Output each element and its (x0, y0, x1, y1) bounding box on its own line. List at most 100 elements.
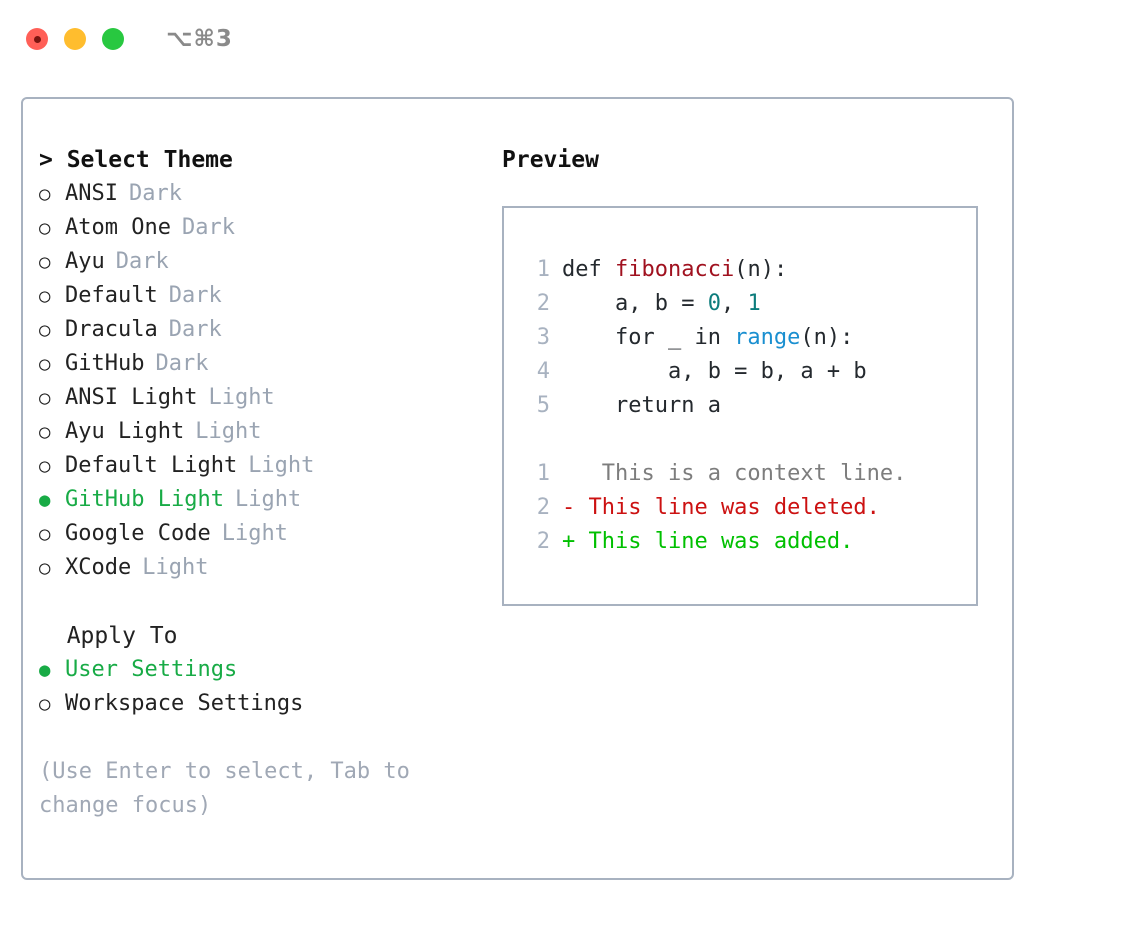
option-label: Ayu Light (65, 419, 185, 444)
close-window-button[interactable] (26, 28, 48, 50)
theme-option-github-light[interactable]: ● GitHub Light Light (39, 483, 489, 517)
theme-option-ayu-light[interactable]: ○ Ayu Light Light (39, 415, 489, 449)
code-line: 5 return a (520, 389, 906, 423)
option-variant-badge: Dark (128, 181, 182, 206)
option-label: User Settings (65, 657, 238, 682)
option-variant-badge: Light (195, 419, 262, 444)
option-variant-badge: Light (142, 555, 209, 580)
option-label: GitHub Light (65, 487, 224, 512)
line-number: 1 (536, 257, 550, 282)
theme-option-google-code[interactable]: ○ Google Code Light (39, 517, 489, 551)
diff-line-add: 2+ This line was added. (520, 525, 906, 559)
code-token: 0 (707, 291, 721, 316)
code-line: 3 for _ in range(n): (520, 321, 906, 355)
radio-unselected-icon: ○ (39, 387, 51, 409)
radio-unselected-icon: ○ (39, 557, 51, 579)
line-number: 2 (536, 529, 550, 554)
radio-unselected-icon: ○ (39, 523, 51, 545)
code-token: (n): (800, 325, 854, 350)
option-label: Default (65, 283, 158, 308)
option-label: Workspace Settings (65, 691, 304, 716)
code-line: 4 a, b = b, a + b (520, 355, 906, 389)
option-variant-badge: Dark (115, 249, 169, 274)
option-label: Google Code (65, 521, 211, 546)
line-number: 1 (536, 461, 550, 486)
option-label: GitHub (65, 351, 145, 376)
option-label: ANSI (65, 181, 118, 206)
theme-option-default[interactable]: ○ Default Dark (39, 279, 489, 313)
option-label: Atom One (65, 215, 171, 240)
diff-line-text: - This line was deleted. (562, 495, 880, 520)
option-variant-badge: Dark (181, 215, 235, 240)
code-token: return a (562, 393, 721, 418)
option-variant-badge: Dark (155, 351, 209, 376)
code-token: 1 (747, 291, 761, 316)
line-number: 3 (536, 325, 550, 350)
theme-option-ayu[interactable]: ○ Ayu Dark (39, 245, 489, 279)
option-variant-badge: Light (234, 487, 302, 512)
theme-option-ansi-light[interactable]: ○ ANSI Light Light (39, 381, 489, 415)
line-number: 2 (536, 495, 550, 520)
radio-unselected-icon: ○ (39, 183, 51, 205)
code-blank-line (520, 423, 906, 457)
theme-option-github[interactable]: ○ GitHub Dark (39, 347, 489, 381)
radio-unselected-icon: ○ (39, 693, 51, 715)
line-number: 5 (536, 393, 550, 418)
apply-to-heading: Apply To (39, 623, 178, 649)
radio-unselected-icon: ○ (39, 421, 51, 443)
radio-selected-icon: ● (39, 489, 51, 511)
code-line-text: def fibonacci(n): (562, 253, 787, 287)
keyboard-hint-text: (Use Enter to select, Tab to change focu… (39, 759, 424, 818)
code-token: , (720, 291, 748, 316)
radio-unselected-icon: ○ (39, 353, 51, 375)
code-line-text: a, b = b, a + b (562, 355, 867, 389)
traffic-light-group (26, 28, 124, 50)
apply-option-user-settings[interactable]: ● User Settings (39, 653, 489, 687)
option-variant-badge: Dark (168, 283, 222, 308)
option-label: Default Light (65, 453, 238, 478)
maximize-window-button[interactable] (102, 28, 124, 50)
apply-option-workspace-settings[interactable]: ○ Workspace Settings (39, 687, 489, 721)
option-variant-badge: Dark (168, 317, 222, 342)
apply-to-option-list[interactable]: ● User Settings ○ Workspace Settings (39, 653, 489, 721)
radio-unselected-icon: ○ (39, 455, 51, 477)
option-label: Dracula (65, 317, 158, 342)
option-variant-badge: Light (221, 521, 288, 546)
code-token: def (562, 257, 615, 282)
minimize-window-button[interactable] (64, 28, 86, 50)
code-token: fibonacci (614, 257, 735, 282)
code-token: (n): (734, 257, 788, 282)
option-label: Ayu (65, 249, 105, 274)
option-label: ANSI Light (65, 385, 198, 410)
line-number: 2 (536, 291, 550, 316)
radio-unselected-icon: ○ (39, 217, 51, 239)
preview-heading: Preview (502, 147, 599, 173)
code-token: a, b = b, a + b (562, 359, 867, 384)
code-token: for _ in (562, 325, 735, 350)
theme-option-atom-one[interactable]: ○ Atom One Dark (39, 211, 489, 245)
code-line-text: a, b = 0, 1 (562, 287, 761, 321)
radio-unselected-icon: ○ (39, 251, 51, 273)
diff-line-text: This is a context line. (562, 461, 907, 486)
theme-option-ansi[interactable]: ○ ANSI Dark (39, 177, 489, 211)
code-token: range (734, 325, 801, 350)
title-bar: ⌥⌘3 (0, 0, 1140, 78)
code-token: a, b = (562, 291, 708, 316)
radio-unselected-icon: ○ (39, 285, 51, 307)
code-line: 1 def fibonacci(n): (520, 253, 906, 287)
option-variant-badge: Light (208, 385, 275, 410)
code-line: 2 a, b = 0, 1 (520, 287, 906, 321)
keyboard-shortcut-label: ⌥⌘3 (166, 26, 233, 52)
radio-selected-icon: ● (39, 659, 51, 681)
code-line-text: for _ in range(n): (562, 321, 853, 355)
